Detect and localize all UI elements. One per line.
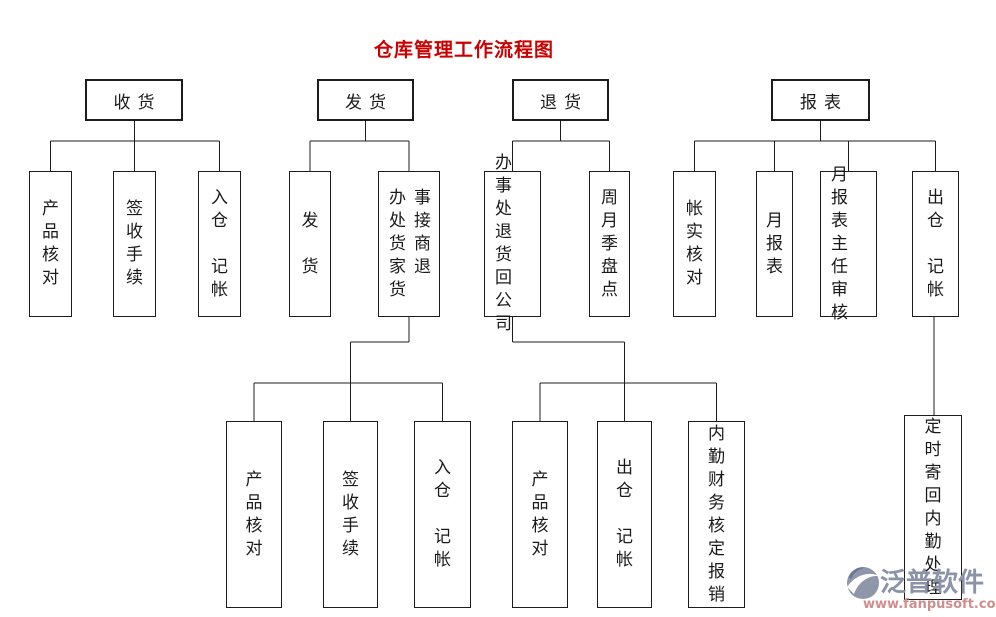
node-warehouse-out-ledger-1: 出 仓 记 帐 (912, 171, 959, 317)
node-label: 办事 处退 货回 公司 (495, 153, 520, 334)
watermark: 泛普软件 www.fanpusoft.com (846, 566, 996, 611)
node-product-check-2: 产 品 核 对 (226, 421, 282, 608)
node-label: 产 品 核 对 (42, 199, 59, 288)
node-label: 办事 处接 货商 家退 货 (389, 187, 439, 300)
node-label: 收货 (113, 92, 162, 113)
node-monthly-report-director-review: 月报 表主 任审 核 (820, 165, 877, 323)
node-reports: 报表 (771, 79, 870, 121)
node-shipping: 发货 (317, 79, 414, 121)
node-monthly-report: 月 报 表 (756, 171, 793, 317)
node-label: 内 勤 财 务 核 定 报 销 (708, 423, 725, 605)
node-label: 发 货 (301, 210, 319, 277)
node-label: 定 时 寄 回 内 勤 处 理 (924, 416, 942, 598)
node-label: 退货 (540, 92, 588, 113)
node-label: 产 品 核 对 (531, 469, 549, 559)
node-returns: 退货 (512, 79, 609, 121)
node-warehouse-in-ledger-1: 入 仓 记 帐 (198, 171, 241, 317)
node-periodic-stocktake: 周 月 季 盘 点 (589, 171, 630, 317)
node-warehouse-in-ledger-2: 入 仓 记 帐 (414, 421, 471, 608)
node-label: 发货 (345, 92, 393, 113)
node-office-return-to-company: 办事 处退 货回 公司 (484, 153, 541, 334)
fanpu-logo-icon (847, 567, 879, 599)
node-warehouse-out-ledger-2: 出 仓 记 帐 (597, 421, 652, 608)
node-label: 月报 表主 任审 核 (831, 164, 856, 323)
node-receiving: 收货 (85, 79, 183, 121)
node-label: 周 月 季 盘 点 (601, 187, 618, 300)
node-label: 帐 实 核 对 (686, 199, 703, 288)
node-label: 报表 (800, 92, 848, 113)
node-label: 月 报 表 (766, 210, 783, 277)
node-label: 产 品 核 对 (245, 469, 263, 559)
watermark-brand: 泛普软件 (880, 568, 985, 598)
node-ship-goods: 发 货 (289, 171, 331, 317)
node-product-check-3: 产 品 核 对 (512, 421, 568, 608)
node-signoff-procedure-1: 签 收 手 续 (113, 171, 156, 317)
node-account-reconciliation: 帐 实 核 对 (673, 171, 716, 317)
node-scheduled-return-backoffice: 定 时 寄 回 内 勤 处 理 (904, 415, 962, 600)
node-backoffice-finance-reimbursement: 内 勤 财 务 核 定 报 销 (688, 421, 745, 608)
node-product-check-1: 产 品 核 对 (29, 171, 72, 317)
node-label: 出 仓 记 帐 (616, 458, 633, 570)
node-label: 签 收 手 续 (126, 199, 143, 288)
node-office-receive-merchant-return: 办事 处接 货商 家退 货 (378, 171, 440, 317)
node-label: 入 仓 记 帐 (434, 458, 451, 570)
node-signoff-procedure-2: 签 收 手 续 (323, 421, 378, 608)
node-label: 签 收 手 续 (342, 469, 359, 559)
node-label: 入 仓 记 帐 (211, 187, 228, 300)
node-label: 出 仓 记 帐 (927, 187, 944, 300)
watermark-url: www.fanpusoft.com (863, 597, 996, 612)
page-title: 仓库管理工作流程图 (374, 39, 555, 61)
